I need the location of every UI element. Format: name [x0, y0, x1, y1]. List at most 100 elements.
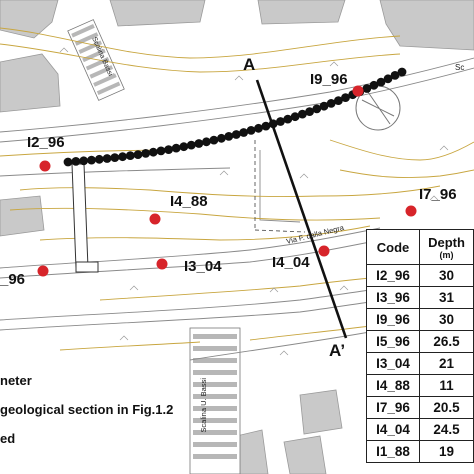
- inclinometer-dot: [276, 117, 285, 126]
- inclinometer-dot: [217, 133, 226, 143]
- well-i9-96: [352, 85, 364, 97]
- row-depth: 30: [419, 308, 474, 331]
- legend-line-3: ed: [0, 431, 16, 446]
- row-depth: 19: [419, 440, 474, 463]
- inclinometer-dot: [283, 114, 293, 124]
- row-depth: 21: [419, 352, 474, 375]
- section-label-a: A: [243, 55, 256, 74]
- inclinometer-dot: [254, 123, 263, 133]
- inclinometer-dot: [133, 150, 143, 160]
- row-code: I4_88: [366, 374, 420, 397]
- inclinometer-dot: [79, 156, 89, 166]
- inclinometer-dot: [383, 74, 393, 84]
- row-depth: 26.5: [419, 330, 474, 353]
- wells: [37, 85, 417, 277]
- well-label-i3-04: I3_04: [184, 258, 222, 275]
- inclinometer-dot: [102, 154, 112, 163]
- well-i4-04: [318, 245, 330, 257]
- inclinometer-dot: [110, 153, 120, 163]
- terrain-symbols: [39, 47, 449, 356]
- row-code: I9_96: [366, 308, 420, 331]
- inclinometer-dot: [171, 143, 181, 153]
- inclinometer-dot: [319, 101, 329, 111]
- inclinometer-dot: [224, 132, 234, 141]
- road-label-via-dalla-negra: Via F. dalla Negra: [285, 223, 345, 246]
- row-depth: 31: [419, 286, 474, 309]
- inclinometer-dot: [125, 151, 135, 161]
- contour-lines: [0, 27, 474, 351]
- inclinometer-dot: [376, 77, 386, 87]
- inclinometer-dot: [164, 145, 174, 155]
- inclinometer-dot: [179, 142, 189, 152]
- legend-line-1: neter: [0, 373, 32, 388]
- inclinometer-dot: [268, 119, 278, 129]
- well-label-i7-96: I7_96: [419, 186, 457, 203]
- inclinometer-dot: [390, 71, 400, 80]
- inclinometer-dot: [231, 130, 241, 139]
- retaining-wall: [71, 163, 99, 273]
- row-code: I4_04: [366, 418, 420, 441]
- well-i3-04: [156, 258, 168, 270]
- inclinometer-dot: [298, 109, 307, 119]
- staircase-north: [67, 19, 125, 101]
- row-depth: 11: [419, 374, 474, 397]
- dashed-lines: [254, 140, 306, 233]
- inclinometer-dot: [334, 96, 343, 105]
- row-depth: 20.5: [419, 396, 474, 419]
- inclinometer-dot: [397, 67, 407, 77]
- inclinometer-dot: [312, 104, 322, 114]
- row-code: I2_96: [366, 264, 420, 287]
- header-depth-label: Depth: [428, 234, 465, 250]
- inclinometer-dot: [209, 135, 219, 145]
- section-line-a-a: [255, 79, 348, 339]
- inclinometer-dot: [186, 140, 196, 150]
- inclinometer-dot: [369, 80, 379, 90]
- well-label-i4-04: I4_04: [272, 254, 310, 271]
- well-label-i9-96: I9_96: [310, 71, 348, 88]
- inclinometer-dot: [362, 84, 372, 93]
- depth-table-header: Code Depth(m): [366, 229, 474, 265]
- inclinometer-dot: [63, 157, 73, 167]
- row-depth: 30: [419, 264, 474, 287]
- header-depth-unit: (m): [439, 249, 454, 260]
- well-label-i4-88: I4_88: [170, 193, 208, 210]
- inclinometer-dot: [194, 139, 204, 148]
- inclinometer-dot: [305, 107, 314, 116]
- row-code: I1_88: [366, 440, 420, 463]
- row-code: I3_96: [366, 286, 420, 309]
- inclinometer-dot: [341, 93, 350, 102]
- corner-label: Sc: [455, 63, 464, 72]
- inclinometer-dot: [290, 112, 300, 122]
- header-depth: Depth(m): [419, 229, 474, 265]
- section-label-a-prime: A’: [329, 341, 346, 360]
- well-i4-88: [149, 213, 161, 225]
- staircase-south: [189, 327, 241, 474]
- inclinometer-dot: [156, 146, 166, 156]
- road-label-scalina-u-bassi: Scalina U. Bassi: [199, 378, 208, 433]
- row-code: I7_96: [366, 396, 420, 419]
- inclinometer-dot: [118, 152, 127, 162]
- well-label-96: _96: [0, 271, 26, 288]
- inclinometer-dot: [261, 121, 271, 131]
- well-i2-96: [39, 160, 51, 172]
- well-i7-96: [405, 205, 417, 217]
- well-i5-96: [37, 265, 49, 277]
- well-label-i2-96: I2_96: [27, 134, 65, 151]
- inclinometer-dot: [71, 157, 81, 166]
- legend-line-2: geological section in Fig.1.2: [0, 402, 174, 417]
- inclinometer-dot: [326, 99, 336, 108]
- inclinometer-dot: [202, 137, 211, 147]
- inclinometer-dot: [141, 149, 151, 158]
- row-depth: 24.5: [419, 418, 474, 441]
- inclinometer-dot: [148, 147, 158, 157]
